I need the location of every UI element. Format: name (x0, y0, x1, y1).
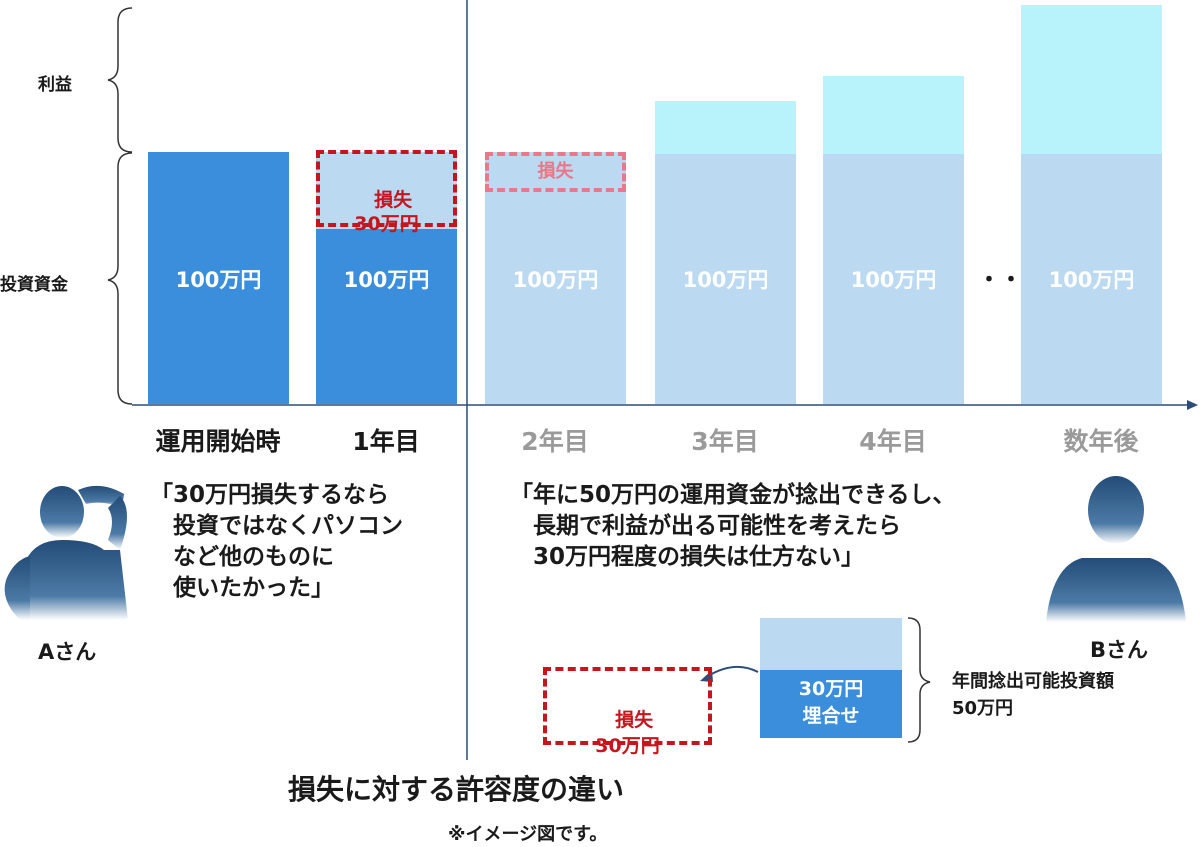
category-label: 3年目 (645, 422, 805, 458)
bar-value-label: 100万円 (148, 264, 289, 294)
person-b-icon (1036, 462, 1200, 632)
person-b-quote: 「年に50万円の運用資金が捻出できるし、 長期で利益が出る可能性を考えたら 30… (510, 480, 956, 573)
person-a-icon (0, 470, 160, 630)
category-label: 運用開始時 (138, 422, 298, 458)
bar-value-label: 100万円 (1021, 264, 1162, 294)
profit-axis-label: 利益 (38, 70, 72, 95)
bar-year-3: 100万円 (655, 154, 796, 404)
bar-value-label: 100万円 (823, 264, 964, 294)
loss-label: 損失 (538, 161, 574, 182)
loss-box-year-1: 損失 30万円 (316, 150, 457, 227)
bar-value-label: 100万円 (655, 264, 796, 294)
person-b-label: Bさん (1090, 634, 1148, 664)
bar-later-profit (1021, 5, 1162, 154)
capital-bracket (108, 153, 132, 404)
category-label: 数年後 (1021, 422, 1181, 458)
annual-top-block (760, 618, 902, 670)
bar-year-4-profit (823, 76, 964, 154)
capital-axis-label: 投資資金 (0, 270, 68, 295)
fill-label: 30万円 埋合せ (760, 676, 902, 730)
bottom-loss-label: 損失 30万円 (595, 709, 659, 757)
loss-box-year-2: 損失 (485, 152, 626, 192)
fill-block: 30万円 埋合せ (760, 670, 902, 738)
x-axis-arrow (1187, 400, 1198, 410)
annual-bracket (908, 618, 930, 742)
bar-start: 100万円 (148, 152, 289, 404)
loss-label: 損失 30万円 (354, 189, 418, 235)
bar-year-3-profit (655, 101, 796, 154)
ellipsis: ・・ (978, 262, 1022, 294)
annual-label: 年間捻出可能投資額 50万円 (952, 668, 1114, 722)
person-a-quote: 「30万円損失するなら 投資ではなくパソコン など他のものに 使いたかった」 (150, 480, 403, 604)
bar-value-label: 100万円 (485, 264, 626, 294)
category-label: 4年目 (813, 422, 973, 458)
transfer-arrow (708, 667, 758, 676)
category-label: 1年目 (306, 422, 466, 458)
profit-bracket (108, 8, 132, 152)
bottom-loss-box: 損失 30万円 (543, 667, 712, 745)
bar-year-4: 100万円 (823, 154, 964, 404)
figure-title: 損失に対する許容度の違い (288, 768, 624, 808)
bar-later: 100万円 (1021, 154, 1162, 404)
category-label: 2年目 (475, 422, 635, 458)
bar-value-label: 100万円 (316, 264, 457, 294)
person-a-label: Aさん (38, 636, 96, 666)
figure-note: ※イメージ図です。 (448, 820, 607, 846)
